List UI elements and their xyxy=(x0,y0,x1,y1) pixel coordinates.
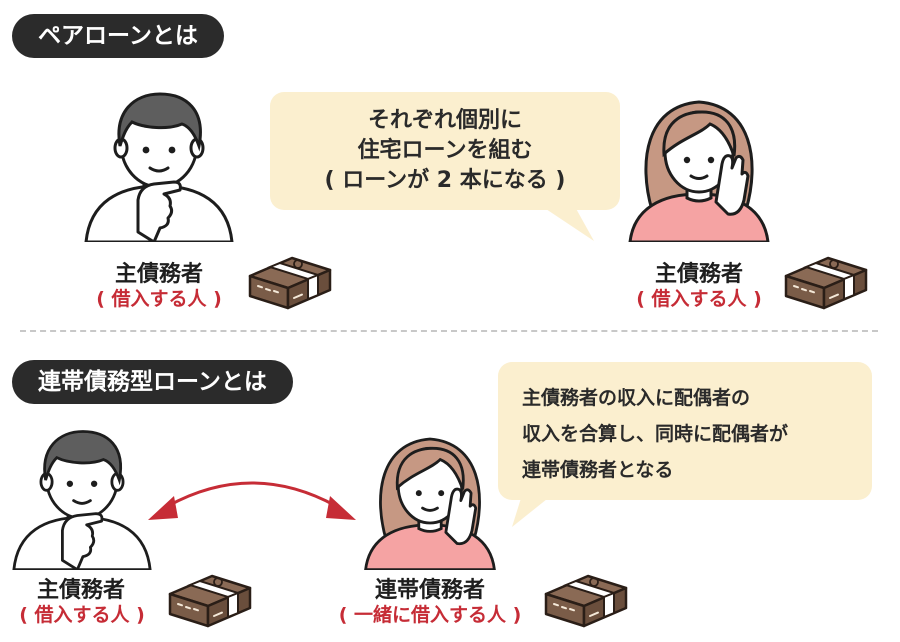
bubble-line: 連帯債務者となる xyxy=(522,459,674,481)
money-bundle-icon xyxy=(780,250,870,312)
joint-right-role: 連帯債務者 xyxy=(374,578,485,603)
joint-right-note: ( 一緒に借入する人 ) xyxy=(338,604,522,626)
bubble-line: 収入を合算し、同時に配偶者が xyxy=(522,423,789,445)
double-arrow-icon xyxy=(148,481,356,520)
section-divider xyxy=(20,330,878,332)
money-bundle-icon xyxy=(244,250,334,312)
pair-right-note: ( 借入する人 ) xyxy=(636,288,762,310)
woman-icon xyxy=(360,420,500,570)
bubble-tail-icon xyxy=(512,495,552,527)
pair-right-role: 主債務者 xyxy=(654,262,743,287)
pair-left-role: 主債務者 xyxy=(114,262,203,287)
bubble-line: ( ローンが 2 本になる ) xyxy=(324,168,566,193)
pair-left-note: ( 借入する人 ) xyxy=(96,288,222,310)
money-bundle-icon xyxy=(164,568,254,630)
joint-debt-heading: 連帯債務型ローンとは xyxy=(12,360,293,404)
bubble-line: 住宅ローンを組む xyxy=(357,138,533,163)
joint-left-role: 主債務者 xyxy=(36,578,125,603)
pair-loan-bubble: それぞれ個別に 住宅ローンを組む ( ローンが 2 本になる ) xyxy=(270,92,620,210)
money-bundle-icon xyxy=(540,568,630,630)
man-icon xyxy=(84,82,234,242)
pair-loan-heading: ペアローンとは xyxy=(12,14,224,58)
joint-debt-bubble: 主債務者の収入に配偶者の 収入を合算し、同時に配偶者が 連帯債務者となる xyxy=(498,362,872,500)
bubble-line: それぞれ個別に xyxy=(367,108,522,133)
man-icon xyxy=(12,420,152,570)
woman-icon xyxy=(624,82,774,242)
bubble-line: 主債務者の収入に配偶者の xyxy=(522,387,751,409)
joint-left-note: ( 借入する人 ) xyxy=(19,604,145,626)
bubble-tail-icon xyxy=(540,205,594,241)
